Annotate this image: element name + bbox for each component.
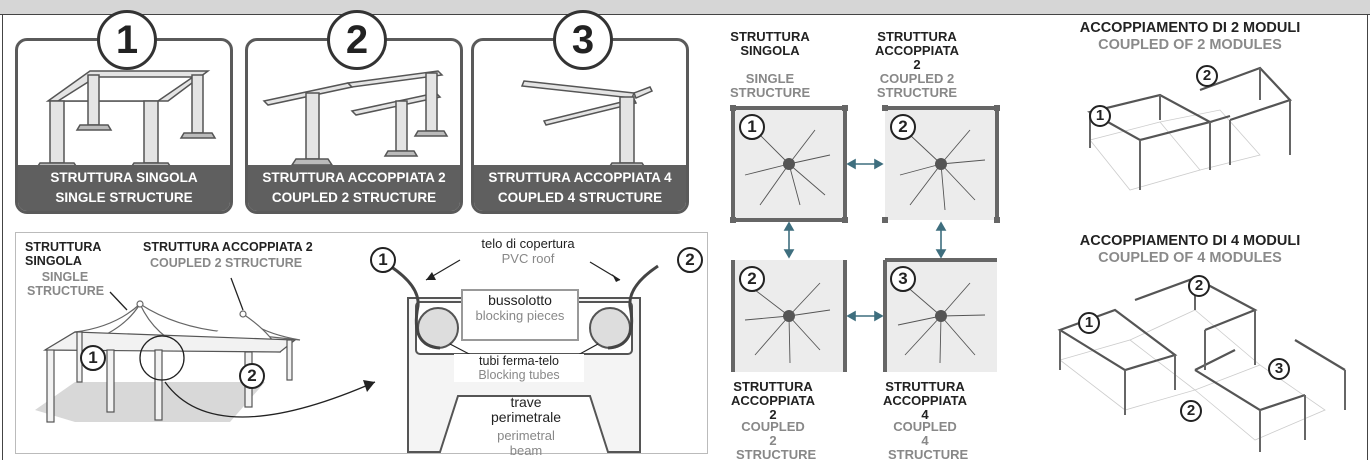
card-label-it: STRUTTURA SINGOLA <box>50 170 198 185</box>
card-number-3: 3 <box>553 10 613 70</box>
coupled-structure-label-en: COUPLED 2 STRUCTURE <box>150 256 303 270</box>
card-banner: STRUTTURA ACCOPPIATA 2 COUPLED 2 STRUCTU… <box>248 165 460 211</box>
detail-marker-2: 2 <box>677 247 703 273</box>
grid-tile-marker: 2 <box>739 266 765 292</box>
tent-marker-2: 2 <box>239 363 265 389</box>
card-label-it: STRUTTURA ACCOPPIATA 2 <box>262 170 446 185</box>
grid-tile-marker: 3 <box>890 266 916 292</box>
single-structure-label-en: SINGLE STRUCTURE <box>27 270 105 298</box>
title-2-modules-it: ACCOPPIAMENTO DI 2 MODULI <box>1079 20 1301 36</box>
m4-marker: 2 <box>1180 400 1202 422</box>
roof-detail-panel <box>15 232 708 454</box>
grid-tl-label-it: STRUTTURA SINGOLA <box>730 29 810 58</box>
m4-marker: 1 <box>1078 312 1100 334</box>
title-4-modules-en: COUPLED OF 4 MODULES <box>1098 250 1282 266</box>
page-frame <box>2 14 1368 460</box>
roof-label-en: PVC roof <box>501 251 555 266</box>
tubes-label-it: tubi ferma-telo <box>454 354 584 368</box>
card-single-structure: STRUTTURA SINGOLA SINGLE STRUCTURE <box>15 38 233 214</box>
tubes-label-en: Blocking tubes <box>454 368 584 382</box>
grid-tile-marker: 2 <box>890 114 916 140</box>
detail-marker-1: 1 <box>370 247 396 273</box>
title-2-modules-en: COUPLED OF 2 MODULES <box>1098 37 1282 53</box>
coupled-structure-label-it: STRUTTURA ACCOPPIATA 2 <box>143 240 313 254</box>
beam-label-en: perimetral beam <box>497 428 555 458</box>
grid-bl-label-en: COUPLED 2 STRUCTURE <box>736 419 817 462</box>
blocking-label-it: bussolotto <box>488 292 552 308</box>
title-4-modules-it: ACCOPPIAMENTO DI 4 MODULI <box>1079 233 1301 249</box>
card-label-it: STRUTTURA ACCOPPIATA 4 <box>488 170 672 185</box>
grid-br-label-it: STRUTTURA ACCOPPIATA 4 <box>882 379 968 422</box>
coupling-2-modules-diagram <box>1087 66 1292 191</box>
single-structure-label: STRUTTURA SINGOLA <box>25 240 101 268</box>
single-structure-illustration <box>34 70 217 170</box>
single-label-it: STRUTTURA SINGOLA <box>25 240 101 268</box>
card-number-1: 1 <box>97 10 157 70</box>
grid-tl-label-en: SINGLE STRUCTURE <box>730 71 811 100</box>
coupling-4-modules-diagram <box>1057 276 1346 452</box>
m2-marker: 1 <box>1089 105 1111 127</box>
grid-tr-label-en: COUPLED 2 STRUCTURE <box>876 71 958 100</box>
card-banner: STRUTTURA SINGOLA SINGLE STRUCTURE <box>18 165 230 211</box>
card-label-en: SINGLE STRUCTURE <box>55 190 193 205</box>
roof-label-it: telo di copertura <box>481 236 575 251</box>
card-number-2: 2 <box>327 10 387 70</box>
top-bar <box>0 0 1370 15</box>
card-label-en: COUPLED 2 STRUCTURE <box>271 190 437 205</box>
beam-label-it: trave perimetrale <box>490 394 562 425</box>
grid-tr-label-it: STRUTTURA ACCOPPIATA 2 <box>874 29 960 72</box>
blocking-label-en: blocking pieces <box>475 308 565 323</box>
tent-marker-1: 1 <box>80 345 106 371</box>
grid-tile-marker: 1 <box>739 114 765 140</box>
module-grid <box>730 105 1000 372</box>
grid-br-label-en: COUPLED 4 STRUCTURE <box>888 419 969 462</box>
tent-illustration <box>35 277 376 423</box>
coupled-4-illustration <box>520 80 654 170</box>
coupled-2-illustration <box>262 70 449 166</box>
m4-marker: 2 <box>1188 275 1210 297</box>
card-banner: STRUTTURA ACCOPPIATA 4 COUPLED 4 STRUCTU… <box>474 165 686 211</box>
m4-marker: 3 <box>1268 358 1290 380</box>
m2-marker: 2 <box>1196 65 1218 87</box>
card-label-en: COUPLED 4 STRUCTURE <box>497 190 663 205</box>
grid-bl-label-it: STRUTTURA ACCOPPIATA 2 <box>730 379 816 422</box>
